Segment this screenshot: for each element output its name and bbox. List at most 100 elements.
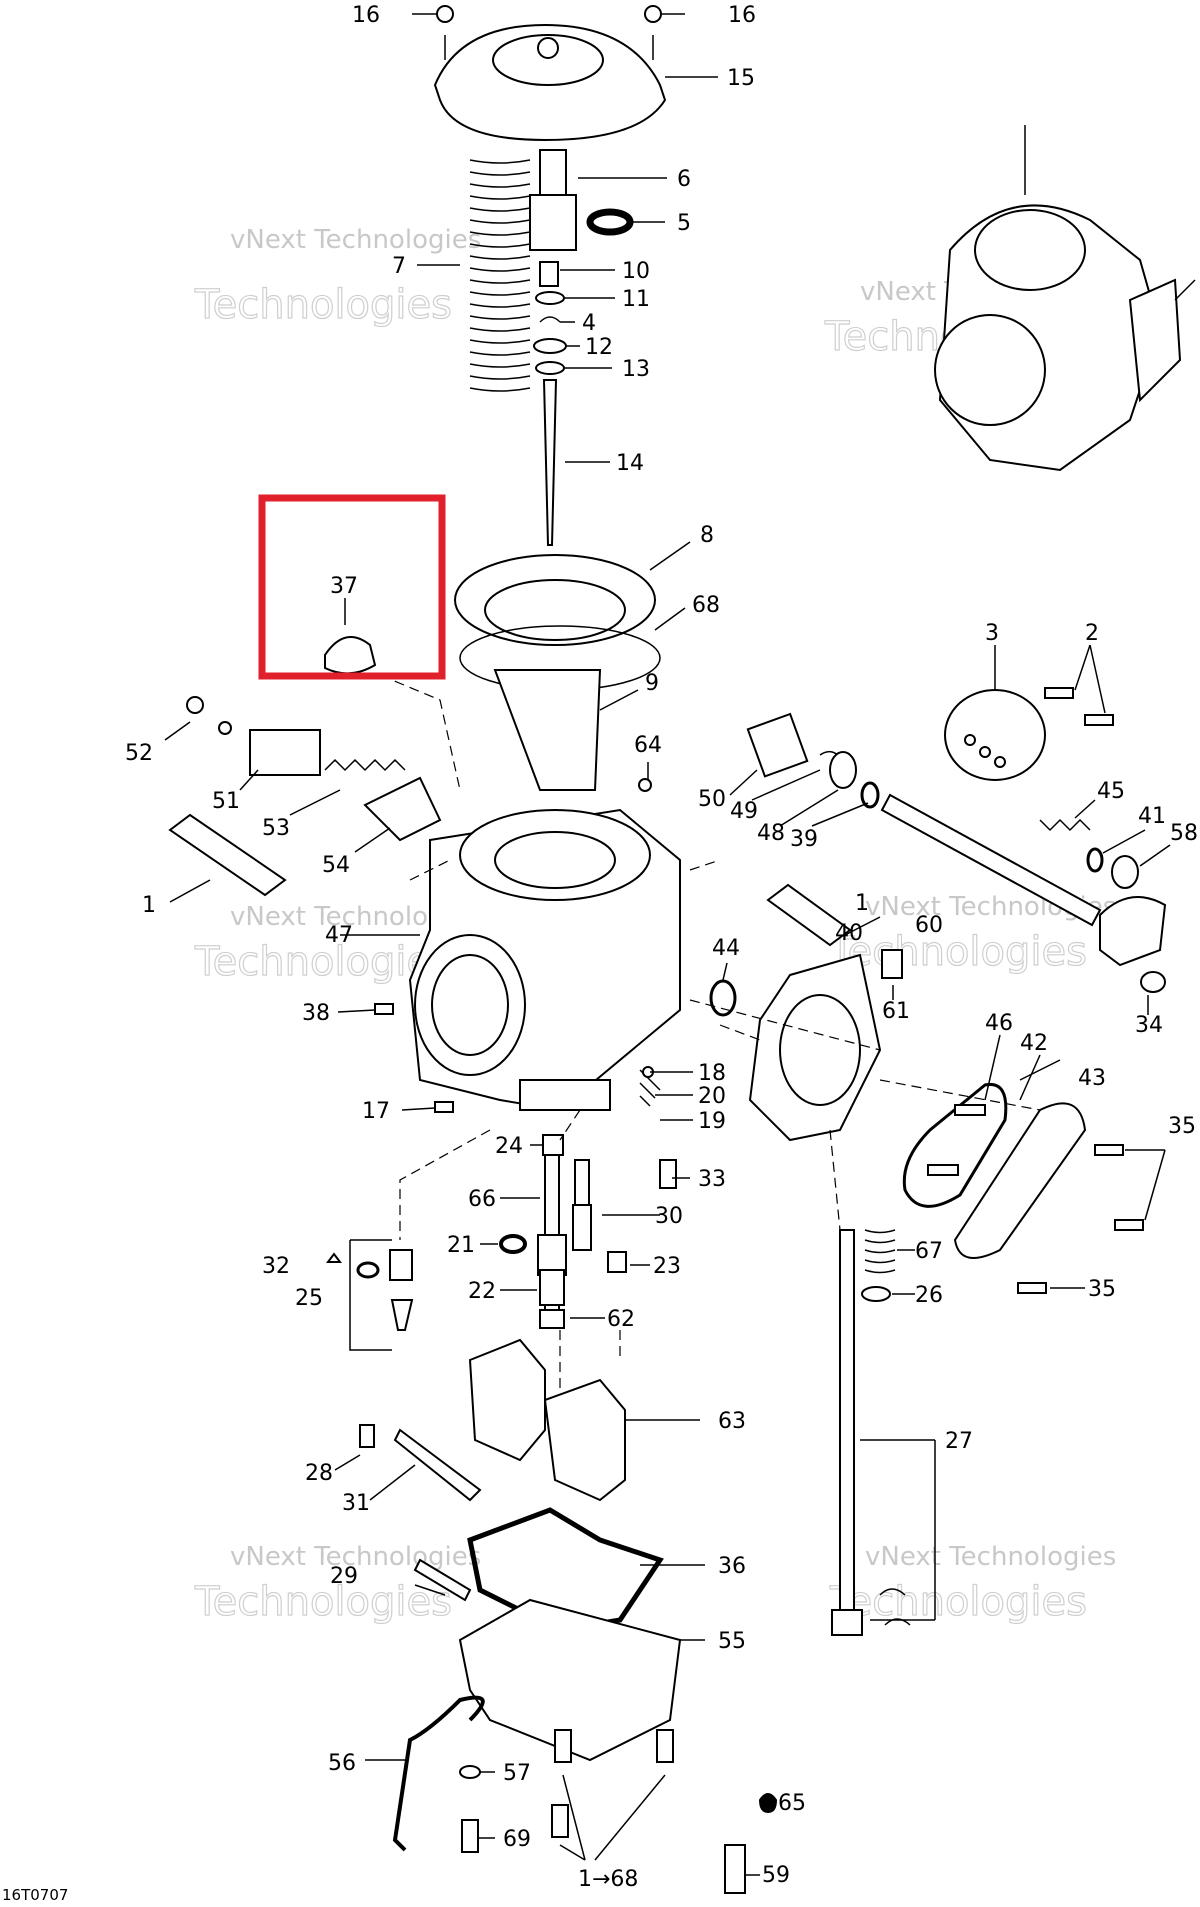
callout-label: 1 xyxy=(142,893,156,918)
callout-label: 60 xyxy=(915,913,943,938)
float-bowl-assembly xyxy=(359,1338,778,1894)
float-part xyxy=(468,1338,546,1462)
callout-label: 39 xyxy=(790,827,818,852)
float-bowl-part xyxy=(458,1598,682,1762)
cover-plate-part xyxy=(953,1102,1087,1259)
gasket-part xyxy=(902,1082,1008,1208)
callout-label: 56 xyxy=(328,1751,356,1776)
callout-label: 16 xyxy=(728,3,756,28)
callout-label: 59 xyxy=(762,1863,790,1888)
callout-label: 8 xyxy=(700,523,714,548)
callout-label: 44 xyxy=(712,936,740,961)
watermark-text-big: Technologies xyxy=(194,1579,452,1625)
spring-part xyxy=(469,159,531,392)
callout-label: 13 xyxy=(622,357,650,382)
callout-label: 41 xyxy=(1138,804,1166,829)
needle-holder-part xyxy=(539,149,567,199)
callout-label: 16 xyxy=(352,3,380,28)
callout-label: 65 xyxy=(778,1791,806,1816)
callout-label: 43 xyxy=(1078,1066,1106,1091)
callout-label: 48 xyxy=(757,821,785,846)
callout-label: 12 xyxy=(585,335,613,360)
choke-housing-part xyxy=(249,729,321,776)
callout-label: 42 xyxy=(1020,1031,1048,1056)
callout-label: 54 xyxy=(322,853,350,878)
callout-label: 35 xyxy=(1168,1114,1196,1139)
callout-label: 4 xyxy=(582,311,596,336)
watermark-text: vNext Technologies xyxy=(230,1542,481,1572)
callout-label: 57 xyxy=(503,1761,531,1786)
callout-label: 9 xyxy=(645,671,659,696)
callout-label: 11 xyxy=(622,287,650,312)
callout-label: 17 xyxy=(362,1099,390,1124)
callout-leaders xyxy=(164,13,1171,1876)
piston-part xyxy=(746,712,809,778)
callout-label: 50 xyxy=(698,787,726,812)
callout-label-37: 37 xyxy=(330,574,358,599)
callout-label: 20 xyxy=(698,1084,726,1109)
watermark-text: vNext Technologies xyxy=(865,1542,1116,1572)
top-cap-assembly xyxy=(324,5,667,791)
o-ring-part xyxy=(586,208,634,236)
watermark-text: vNext Technologies xyxy=(230,225,481,255)
callout-label: 23 xyxy=(653,1254,681,1279)
callout-label: 66 xyxy=(468,1187,496,1212)
callout-label: 40 xyxy=(835,921,863,946)
throttle-plate-part xyxy=(944,689,1046,781)
callout-label: 32 xyxy=(262,1254,290,1279)
callout-label: 24 xyxy=(495,1134,523,1159)
callout-label: 49 xyxy=(730,799,758,824)
bowl-gasket-part xyxy=(467,1507,664,1633)
callout-label: 25 xyxy=(295,1286,323,1311)
callout-label: 26 xyxy=(915,1283,943,1308)
inset-carburetor-assembly xyxy=(934,204,1196,472)
callout-label: 47 xyxy=(325,923,353,948)
watermark-text-big: Technologies xyxy=(829,929,1087,975)
callout-label: 19 xyxy=(698,1109,726,1134)
callout-label: 14 xyxy=(616,451,644,476)
callout-label: 53 xyxy=(262,816,290,841)
right-side-parts xyxy=(709,687,1167,1636)
callout-label: 10 xyxy=(622,259,650,284)
highlight-box xyxy=(258,494,446,680)
rod-part xyxy=(839,1229,855,1611)
throttle-shaft-part xyxy=(880,793,1102,927)
callout-label: 33 xyxy=(698,1167,726,1192)
assembly-guides xyxy=(379,674,1041,1390)
watermark-text-big: Technologies xyxy=(829,1579,1087,1625)
callout-label: 51 xyxy=(212,789,240,814)
callout-label: 36 xyxy=(718,1554,746,1579)
callout-label: 21 xyxy=(447,1233,475,1258)
callout-label: 46 xyxy=(985,1011,1013,1036)
callout-label: 67 xyxy=(915,1239,943,1264)
callout-label: 62 xyxy=(607,1307,635,1332)
drain-tube-part xyxy=(392,1695,485,1852)
callout-label: 34 xyxy=(1135,1013,1163,1038)
callout-label: 55 xyxy=(718,1629,746,1654)
watermark-text-big: Technologies xyxy=(194,282,452,328)
carburetor-body xyxy=(168,696,681,1113)
callout-label: 2 xyxy=(1085,621,1099,646)
watermark-text-big: Technologies xyxy=(194,939,452,985)
callout-label: 29 xyxy=(330,1564,358,1589)
callout-label: 18 xyxy=(698,1061,726,1086)
top-cap-inner-part xyxy=(492,34,604,86)
callout-label: 64 xyxy=(634,733,662,758)
callout-label: 5 xyxy=(677,211,691,236)
callout-labels: 16 16 15 6 5 7 10 11 4 12 13 14 8 68 9 3… xyxy=(125,3,1198,1892)
callout-label: 15 xyxy=(727,66,755,91)
callout-label: 3 xyxy=(985,621,999,646)
plug-part-37 xyxy=(324,636,377,675)
callout-label: 58 xyxy=(1170,821,1198,846)
callout-label: 69 xyxy=(503,1827,531,1852)
needle-part xyxy=(542,379,558,546)
callout-label: 1→68 xyxy=(578,1867,638,1892)
callout-label: 22 xyxy=(468,1279,496,1304)
callout-label: 7 xyxy=(392,254,406,279)
callout-label: 61 xyxy=(882,999,910,1024)
diagram-code: 16T0707 xyxy=(2,1886,68,1904)
callout-label: 30 xyxy=(655,1204,683,1229)
callout-label: 52 xyxy=(125,741,153,766)
callout-label: 68 xyxy=(692,593,720,618)
